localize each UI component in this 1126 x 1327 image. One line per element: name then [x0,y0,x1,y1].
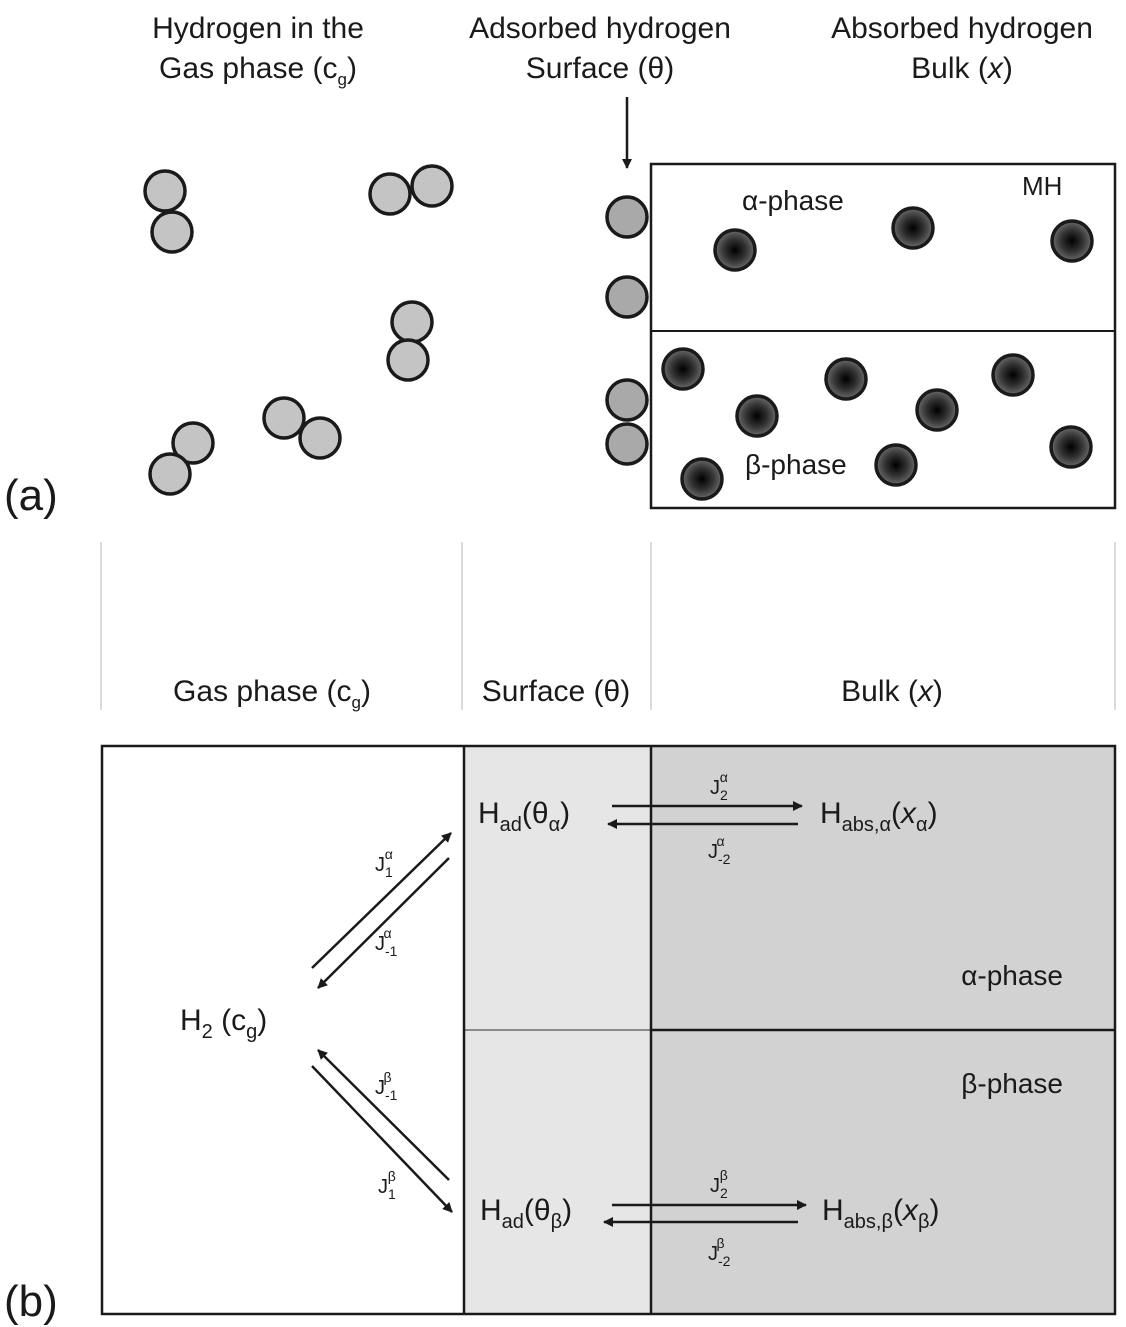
bulk-beta-phase-label: β-phase [745,449,847,480]
arrow-j1-beta [311,1065,453,1213]
panel-a: (a) Hydrogen in the Gas phase (cg) Adsor… [4,12,1117,520]
column-surface-label: Surface (θ) [482,675,630,708]
adsorbed-h-atom [605,275,649,319]
h2-molecule-atom [262,396,306,440]
column-bulk-label: Bulk (x) [841,675,943,708]
adsorbed-h-atom [605,195,649,239]
flux-j-2-alpha: J-2α [708,833,731,867]
bulk-alpha-phase-label-b: α-phase [961,960,1063,991]
column-gas-label: Gas phase (cg) [173,675,371,712]
adsorbed-h-atom [605,422,649,466]
h2-molecule-atom [150,210,194,254]
adsorbed-h-atom [605,378,649,422]
header-gas-line1: Hydrogen in the [152,12,364,45]
h2-molecule-atom [368,172,412,216]
absorbed-h-atom [991,353,1035,397]
absorbed-atoms [661,206,1094,501]
h2-molecule-atom [143,169,187,213]
arrow-j-1-alpha [317,857,450,989]
bulk-mh-label: MH [1022,171,1062,201]
panel-b: (b) H2 (cg) Had(θα) Had(θβ) Habs,α(xα) H… [4,744,1117,1326]
absorbed-h-atom [915,388,959,432]
h2-molecule-atom [171,421,215,465]
header-surface-line2: Surface (θ) [526,52,674,85]
flux-j-2-beta: J-2β [708,1235,731,1269]
flux-j2-alpha: J2α [710,769,728,803]
column-labels: Gas phase (cg) Surface (θ) Bulk (x) [100,542,1116,712]
had-beta-species: Had(θβ) [480,1194,572,1233]
arrow-j-1-beta [317,1049,450,1181]
bulk-beta-phase-label-b: β-phase [961,1068,1063,1099]
panel-b-frame [100,744,1117,1316]
h2-molecule-atom [390,300,434,344]
habs-beta-species: Habs,β(xβ) [822,1194,940,1233]
header-surface: Adsorbed hydrogen Surface (θ) [469,12,731,85]
panel-a-label: (a) [4,471,58,520]
arrow-j1-alpha [311,832,452,969]
habs-alpha-species: Habs,α(xα) [820,797,938,836]
flux-labels: J1α J-1α J-1β J1β J2α J-2α J2β J-2β [375,769,731,1269]
gas-molecules [143,164,454,496]
panel-b-label: (b) [4,1277,58,1326]
absorbed-h-atom [735,394,779,438]
flux-j1-alpha: J1α [375,846,393,880]
absorbed-h-atom [680,457,724,501]
absorbed-h-atom [1050,219,1094,263]
had-alpha-species: Had(θα) [478,797,570,836]
bulk-alpha-phase-label: α-phase [742,185,844,216]
header-gas-line2: Gas phase (cg) [159,52,357,89]
flux-j-1-alpha: J-1α [375,925,398,959]
flux-j2-beta: J2β [710,1167,728,1201]
absorbed-h-atom [874,443,918,487]
header-surface-line1: Adsorbed hydrogen [469,12,731,45]
reaction-arrows [311,801,807,1227]
h2-molecule-atom [410,164,454,208]
absorbed-h-atom [713,228,757,272]
h2-gas-species: H2 (cg) [180,1004,267,1043]
header-bulk-line1: Absorbed hydrogen [831,12,1093,45]
header-bulk-line2: Bulk (x) [911,52,1013,85]
adsorbed-atoms [605,195,649,466]
absorbed-h-atom [891,206,935,250]
flux-j-1-beta: J-1β [375,1069,398,1103]
absorbed-h-atom [661,347,705,391]
header-gas-phase: Hydrogen in the Gas phase (cg) [152,12,364,89]
header-bulk: Absorbed hydrogen Bulk (x) [831,12,1093,85]
absorbed-h-atom [1049,425,1093,469]
h2-molecule-atom [148,452,192,496]
gas-region [102,746,464,1314]
h2-molecule-atom [298,416,342,460]
flux-j1-beta: J1β [378,1168,396,1202]
absorbed-h-atom [824,357,868,401]
h2-molecule-atom [386,338,430,382]
